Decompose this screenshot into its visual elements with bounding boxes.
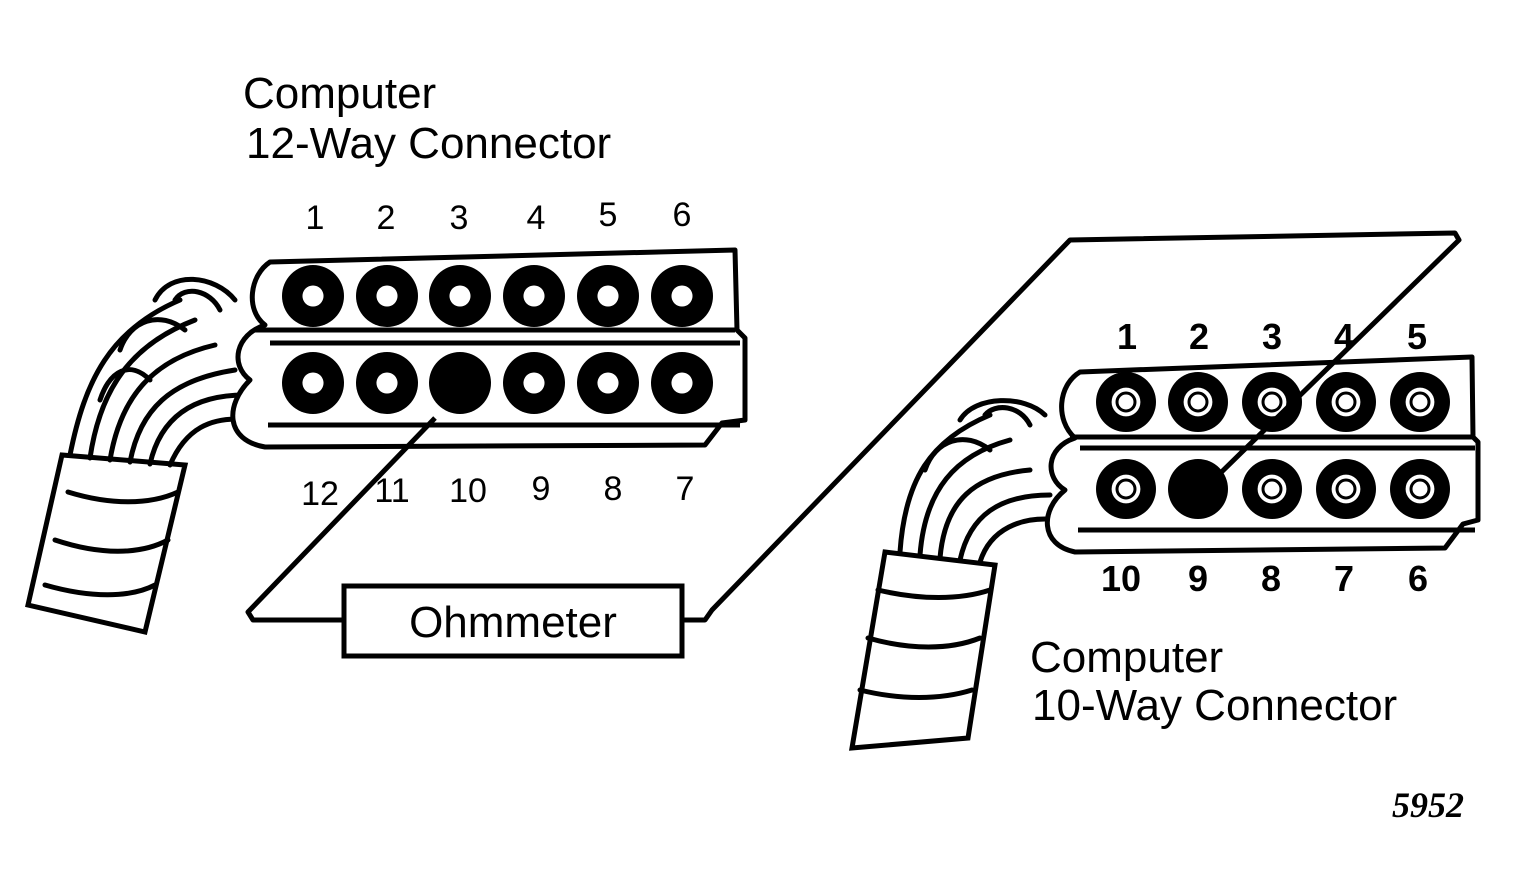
connector-12-title-line1: Computer [243, 69, 436, 118]
pin-socket [1390, 372, 1450, 432]
pin-socket [1316, 459, 1376, 519]
pins-10-way [1096, 372, 1450, 519]
pin-label: 6 [673, 196, 692, 234]
probed-pin-socket [429, 352, 491, 414]
pins-12-way [282, 265, 713, 414]
figure-number: 5952 [1392, 785, 1464, 825]
pin-label: 3 [1262, 316, 1282, 357]
pin-label: 2 [377, 199, 396, 237]
connector-10-title-line1: Computer [1030, 633, 1223, 682]
pin-socket [1316, 372, 1376, 432]
pin-socket [1096, 372, 1156, 432]
pin-label: 6 [1408, 558, 1428, 599]
pin-socket [1390, 459, 1450, 519]
connector-10-title-line2: 10-Way Connector [1032, 681, 1397, 730]
pin-label: 7 [1334, 558, 1354, 599]
lead-to-pin-9 [682, 230, 1462, 623]
pin-socket [356, 352, 418, 414]
probed-pin-socket [1168, 459, 1228, 519]
pin-socket [577, 265, 639, 327]
pin-socket [356, 265, 418, 327]
pin-socket [1242, 459, 1302, 519]
pin-labels-10-bottom: 10 9 8 7 6 [1101, 558, 1428, 599]
connector-10-way: 1 2 3 4 5 10 9 8 7 6 Computer 10-Way Con… [848, 316, 1481, 751]
pin-label: 9 [532, 470, 551, 508]
cable-12-way [25, 276, 253, 635]
pin-label: 1 [1117, 316, 1137, 357]
lead-to-pin-10 [245, 416, 437, 623]
pin-socket [282, 265, 344, 327]
pin-labels-10-top: 1 2 3 4 5 [1117, 316, 1427, 357]
pin-label: 3 [450, 199, 469, 237]
pin-socket [651, 352, 713, 414]
pin-label: 8 [604, 470, 623, 508]
pin-labels-12-bottom: 12 11 10 9 8 7 [301, 470, 694, 513]
pin-label: 10 [449, 472, 487, 510]
ohmmeter: Ohmmeter [341, 583, 685, 659]
pin-label: 1 [306, 199, 325, 237]
test-leads [245, 230, 1462, 623]
pin-socket [1096, 459, 1156, 519]
ohmmeter-label: Ohmmeter [409, 598, 617, 647]
pin-labels-12-top: 1 2 3 4 5 6 [306, 196, 692, 237]
connector-12-title-line2: 12-Way Connector [246, 119, 611, 168]
pin-label: 2 [1189, 316, 1209, 357]
pin-socket [503, 265, 565, 327]
pin-label: 5 [599, 196, 618, 234]
pin-label: 12 [301, 475, 339, 513]
pin-label: 9 [1188, 558, 1208, 599]
pin-socket [1168, 372, 1228, 432]
pin-socket [503, 352, 565, 414]
connector-12-way: 1 2 3 4 5 6 12 11 10 9 8 7 Computer 12-W… [25, 69, 748, 635]
pin-label: 7 [676, 470, 695, 508]
pin-label: 8 [1261, 558, 1281, 599]
pin-label: 10 [1101, 558, 1141, 599]
cable-10-way [848, 398, 1063, 751]
pin-socket [651, 265, 713, 327]
pin-socket [577, 352, 639, 414]
pin-socket [429, 265, 491, 327]
pin-label: 4 [527, 199, 546, 237]
pin-socket [282, 352, 344, 414]
pin-socket [1242, 372, 1302, 432]
pin-label: 5 [1407, 316, 1427, 357]
